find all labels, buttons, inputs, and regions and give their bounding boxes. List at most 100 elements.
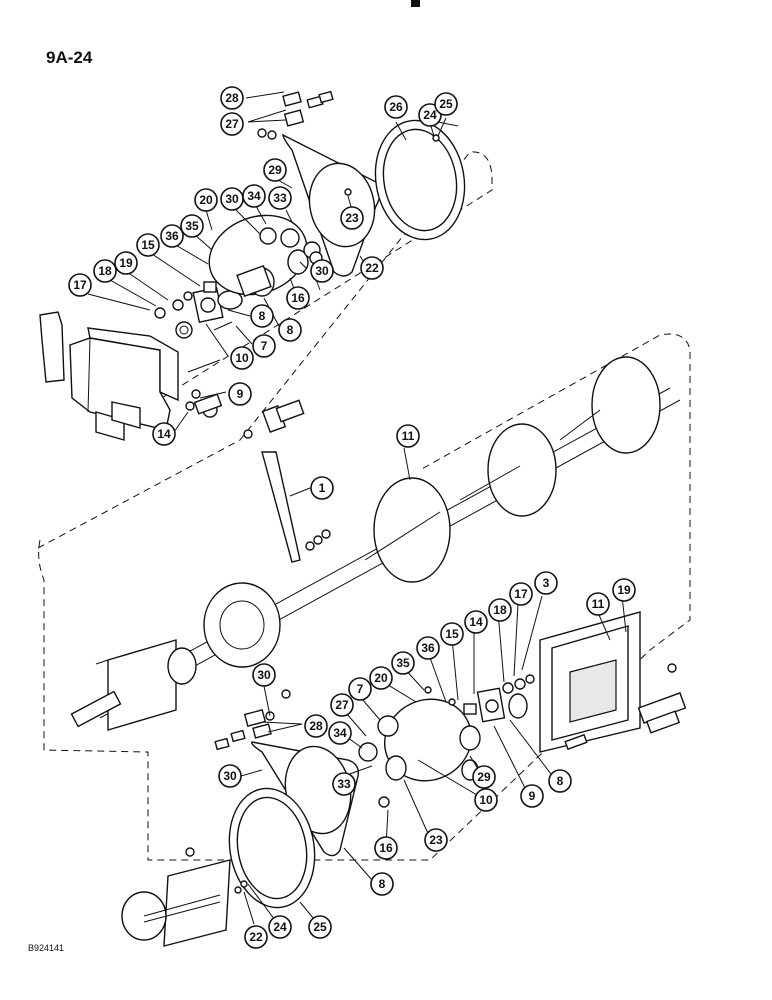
upper-seal-ring — [374, 119, 466, 241]
callout-25: 25 — [434, 92, 458, 116]
callout-number: 33 — [273, 191, 287, 205]
callout-number: 22 — [249, 930, 263, 944]
lower-side-bracket — [539, 611, 687, 753]
callout-number: 1 — [319, 481, 326, 495]
callout-number: 20 — [374, 671, 388, 685]
callout-22: 22 — [360, 256, 384, 280]
upper-bearing-parts — [154, 214, 321, 418]
callout-number: 30 — [223, 769, 237, 783]
callout-number: 7 — [357, 682, 364, 696]
callout-number: 9 — [529, 789, 536, 803]
callout-8: 8 — [370, 872, 394, 896]
callout-11: 11 — [396, 424, 420, 448]
lower-shaft-end — [121, 847, 231, 947]
callout-number: 36 — [165, 229, 179, 243]
callout-number: 8 — [557, 774, 564, 788]
callout-27: 27 — [220, 112, 244, 136]
callout-33: 33 — [332, 772, 356, 796]
callout-7: 7 — [252, 334, 276, 358]
callout-number: 15 — [141, 238, 155, 252]
callout-36: 36 — [160, 224, 184, 248]
callout-number: 28 — [309, 719, 323, 733]
callout-24: 24 — [268, 915, 292, 939]
callout-number: 11 — [402, 429, 415, 443]
callout-17: 17 — [509, 582, 533, 606]
callout-number: 29 — [268, 163, 282, 177]
page-top-mark — [411, 0, 420, 7]
callout-number: 19 — [119, 256, 133, 270]
callout-27: 27 — [330, 693, 354, 717]
callout-number: 14 — [157, 427, 171, 441]
callout-number: 33 — [337, 777, 351, 791]
callout-30: 30 — [220, 187, 244, 211]
callout-number: 30 — [315, 264, 329, 278]
callout-19: 19 — [114, 251, 138, 275]
callout-28: 28 — [220, 86, 244, 110]
callout-number: 18 — [98, 264, 112, 278]
callout-number: 7 — [261, 339, 268, 353]
callout-number: 9 — [237, 387, 244, 401]
callout-16: 16 — [374, 836, 398, 860]
callout-number: 30 — [257, 668, 271, 682]
callout-number: 25 — [313, 920, 327, 934]
callout-3: 3 — [534, 571, 558, 595]
callout-34: 34 — [328, 721, 352, 745]
callout-number: 23 — [429, 833, 443, 847]
callout-number: 24 — [273, 920, 287, 934]
callout-35: 35 — [391, 651, 415, 675]
callout-1: 1 — [310, 476, 334, 500]
callout-number: 8 — [379, 877, 386, 891]
callout-number: 8 — [259, 309, 266, 323]
callout-number: 26 — [389, 100, 403, 114]
callout-25: 25 — [308, 915, 332, 939]
callout-28: 28 — [304, 714, 328, 738]
callout-number: 14 — [469, 615, 483, 629]
callout-number: 36 — [421, 641, 435, 655]
callout-10: 10 — [474, 788, 498, 812]
callout-8: 8 — [278, 318, 302, 342]
callout-33: 33 — [268, 186, 292, 210]
callout-number: 35 — [396, 656, 410, 670]
callout-number: 16 — [379, 841, 393, 855]
callout-number: 27 — [335, 698, 349, 712]
lower-fasteners — [214, 689, 291, 894]
callout-number: 3 — [543, 576, 550, 590]
callout-20: 20 — [369, 666, 393, 690]
assembly-boundary — [37, 151, 691, 861]
callout-number: 10 — [235, 351, 249, 365]
callout-14: 14 — [464, 610, 488, 634]
figure-code: B924141 — [28, 943, 65, 953]
lower-bearing-parts — [358, 674, 588, 782]
callout-number: 20 — [199, 193, 213, 207]
callout-number: 22 — [365, 261, 379, 275]
callout-9: 9 — [520, 784, 544, 808]
upper-side-bracket — [39, 311, 179, 441]
callout-8: 8 — [548, 769, 572, 793]
callout-24: 24 — [418, 103, 442, 127]
callout-number: 15 — [445, 627, 459, 641]
callout-26: 26 — [384, 95, 408, 119]
callout-22: 22 — [244, 925, 268, 949]
callout-number: 16 — [291, 291, 305, 305]
callout-35: 35 — [180, 214, 204, 238]
callout-10: 10 — [230, 346, 254, 370]
callout-17: 17 — [68, 273, 92, 297]
callout-number: 18 — [493, 603, 507, 617]
callout-number: 8 — [287, 323, 294, 337]
callout-30: 30 — [310, 259, 334, 283]
callout-15: 15 — [136, 233, 160, 257]
callout-number: 34 — [247, 189, 261, 203]
callout-7: 7 — [348, 677, 372, 701]
callout-number: 10 — [479, 793, 493, 807]
left-shaft-end — [70, 639, 197, 731]
callout-number: 17 — [514, 587, 528, 601]
callout-number: 30 — [225, 192, 239, 206]
callout-number: 19 — [617, 583, 631, 597]
callout-8: 8 — [250, 304, 274, 328]
callout-23: 23 — [424, 828, 448, 852]
callout-29: 29 — [472, 765, 496, 789]
callout-34: 34 — [242, 184, 266, 208]
page-reference: 9A-24 — [46, 48, 93, 67]
